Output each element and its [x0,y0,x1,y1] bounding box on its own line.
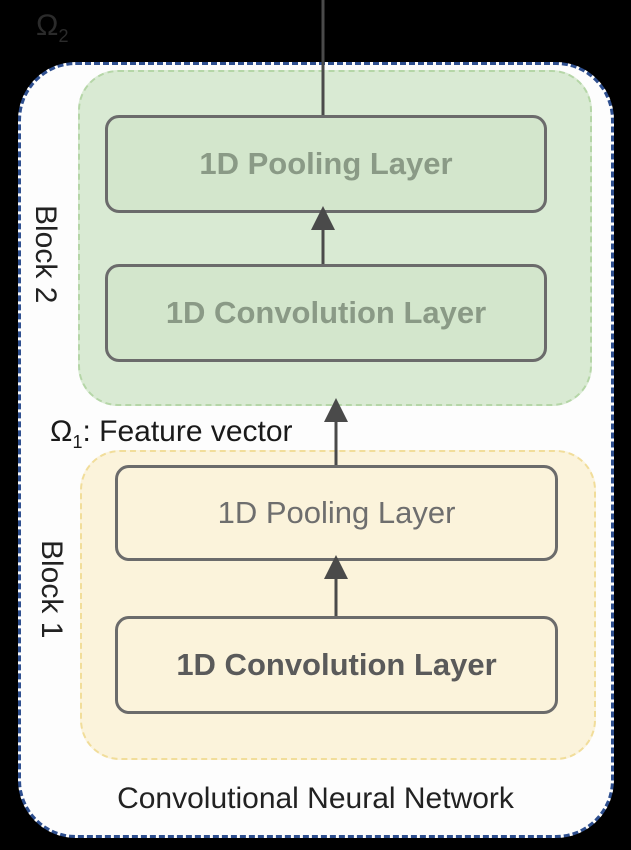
block1-convolution-layer: 1D Convolution Layer [115,616,558,714]
omega2-output-label: Ω2 [36,9,69,46]
block2-label: Block 2 [29,205,62,304]
block1-convolution-text: 1D Convolution Layer [176,647,497,682]
block1-pooling-layer: 1D Pooling Layer [115,465,558,561]
block1-label: Block 1 [35,540,68,639]
block2-pooling-layer: 1D Pooling Layer [105,115,547,213]
block2-pooling-text: 1D Pooling Layer [199,146,453,181]
cnn-label: Convolutional Neural Network [117,782,514,815]
block1-pooling-text: 1D Pooling Layer [217,495,456,530]
block2-convolution-text: 1D Convolution Layer [165,295,487,330]
feature-vector-label: Ω1: Feature vector [50,415,293,452]
block2-convolution-layer: 1D Convolution Layer [105,264,547,362]
